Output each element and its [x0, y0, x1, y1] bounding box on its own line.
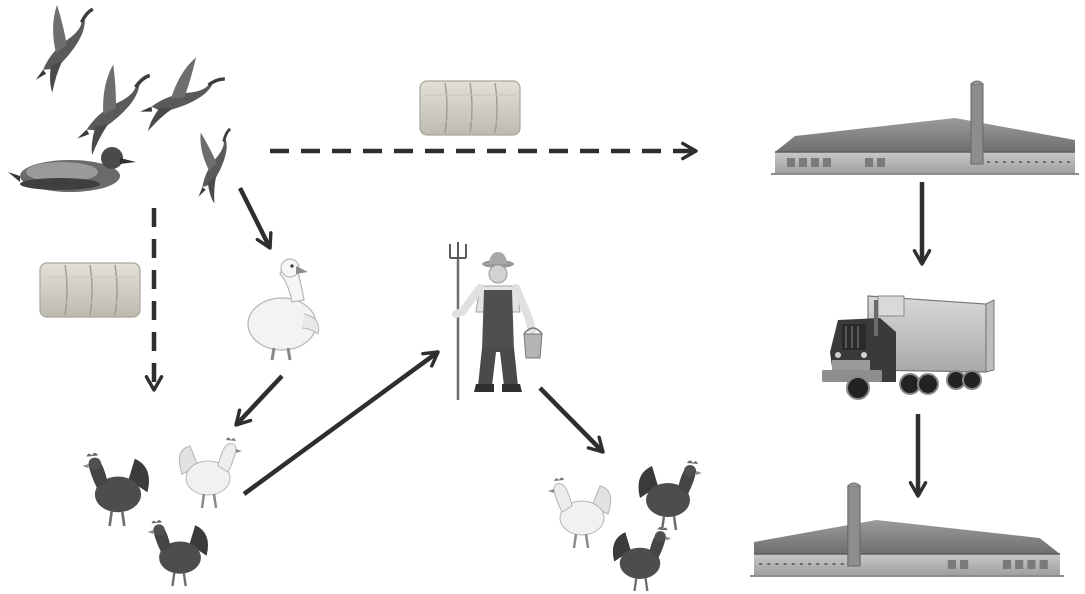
arrow-chickens-to-farmer	[242, 350, 440, 496]
arrow-waterfowl-to-goose	[237, 186, 273, 250]
hay-bale-icon	[39, 262, 141, 318]
poultry-barn-icon	[770, 80, 1080, 175]
arrow-farmer-to-farm-chickens	[538, 386, 605, 454]
poultry-barn-icon	[748, 481, 1066, 578]
arrows	[144, 141, 932, 498]
wild-waterfowl-icon	[5, 0, 259, 209]
arrow-goose-to-chickens	[234, 374, 284, 427]
semi-truck-icon	[822, 295, 995, 400]
farm-chickens-icon	[546, 459, 704, 593]
farmer-icon	[449, 242, 543, 400]
backyard-chickens-icon	[80, 436, 244, 588]
hay-bale-icon	[419, 80, 521, 136]
white-goose-icon	[247, 258, 320, 361]
